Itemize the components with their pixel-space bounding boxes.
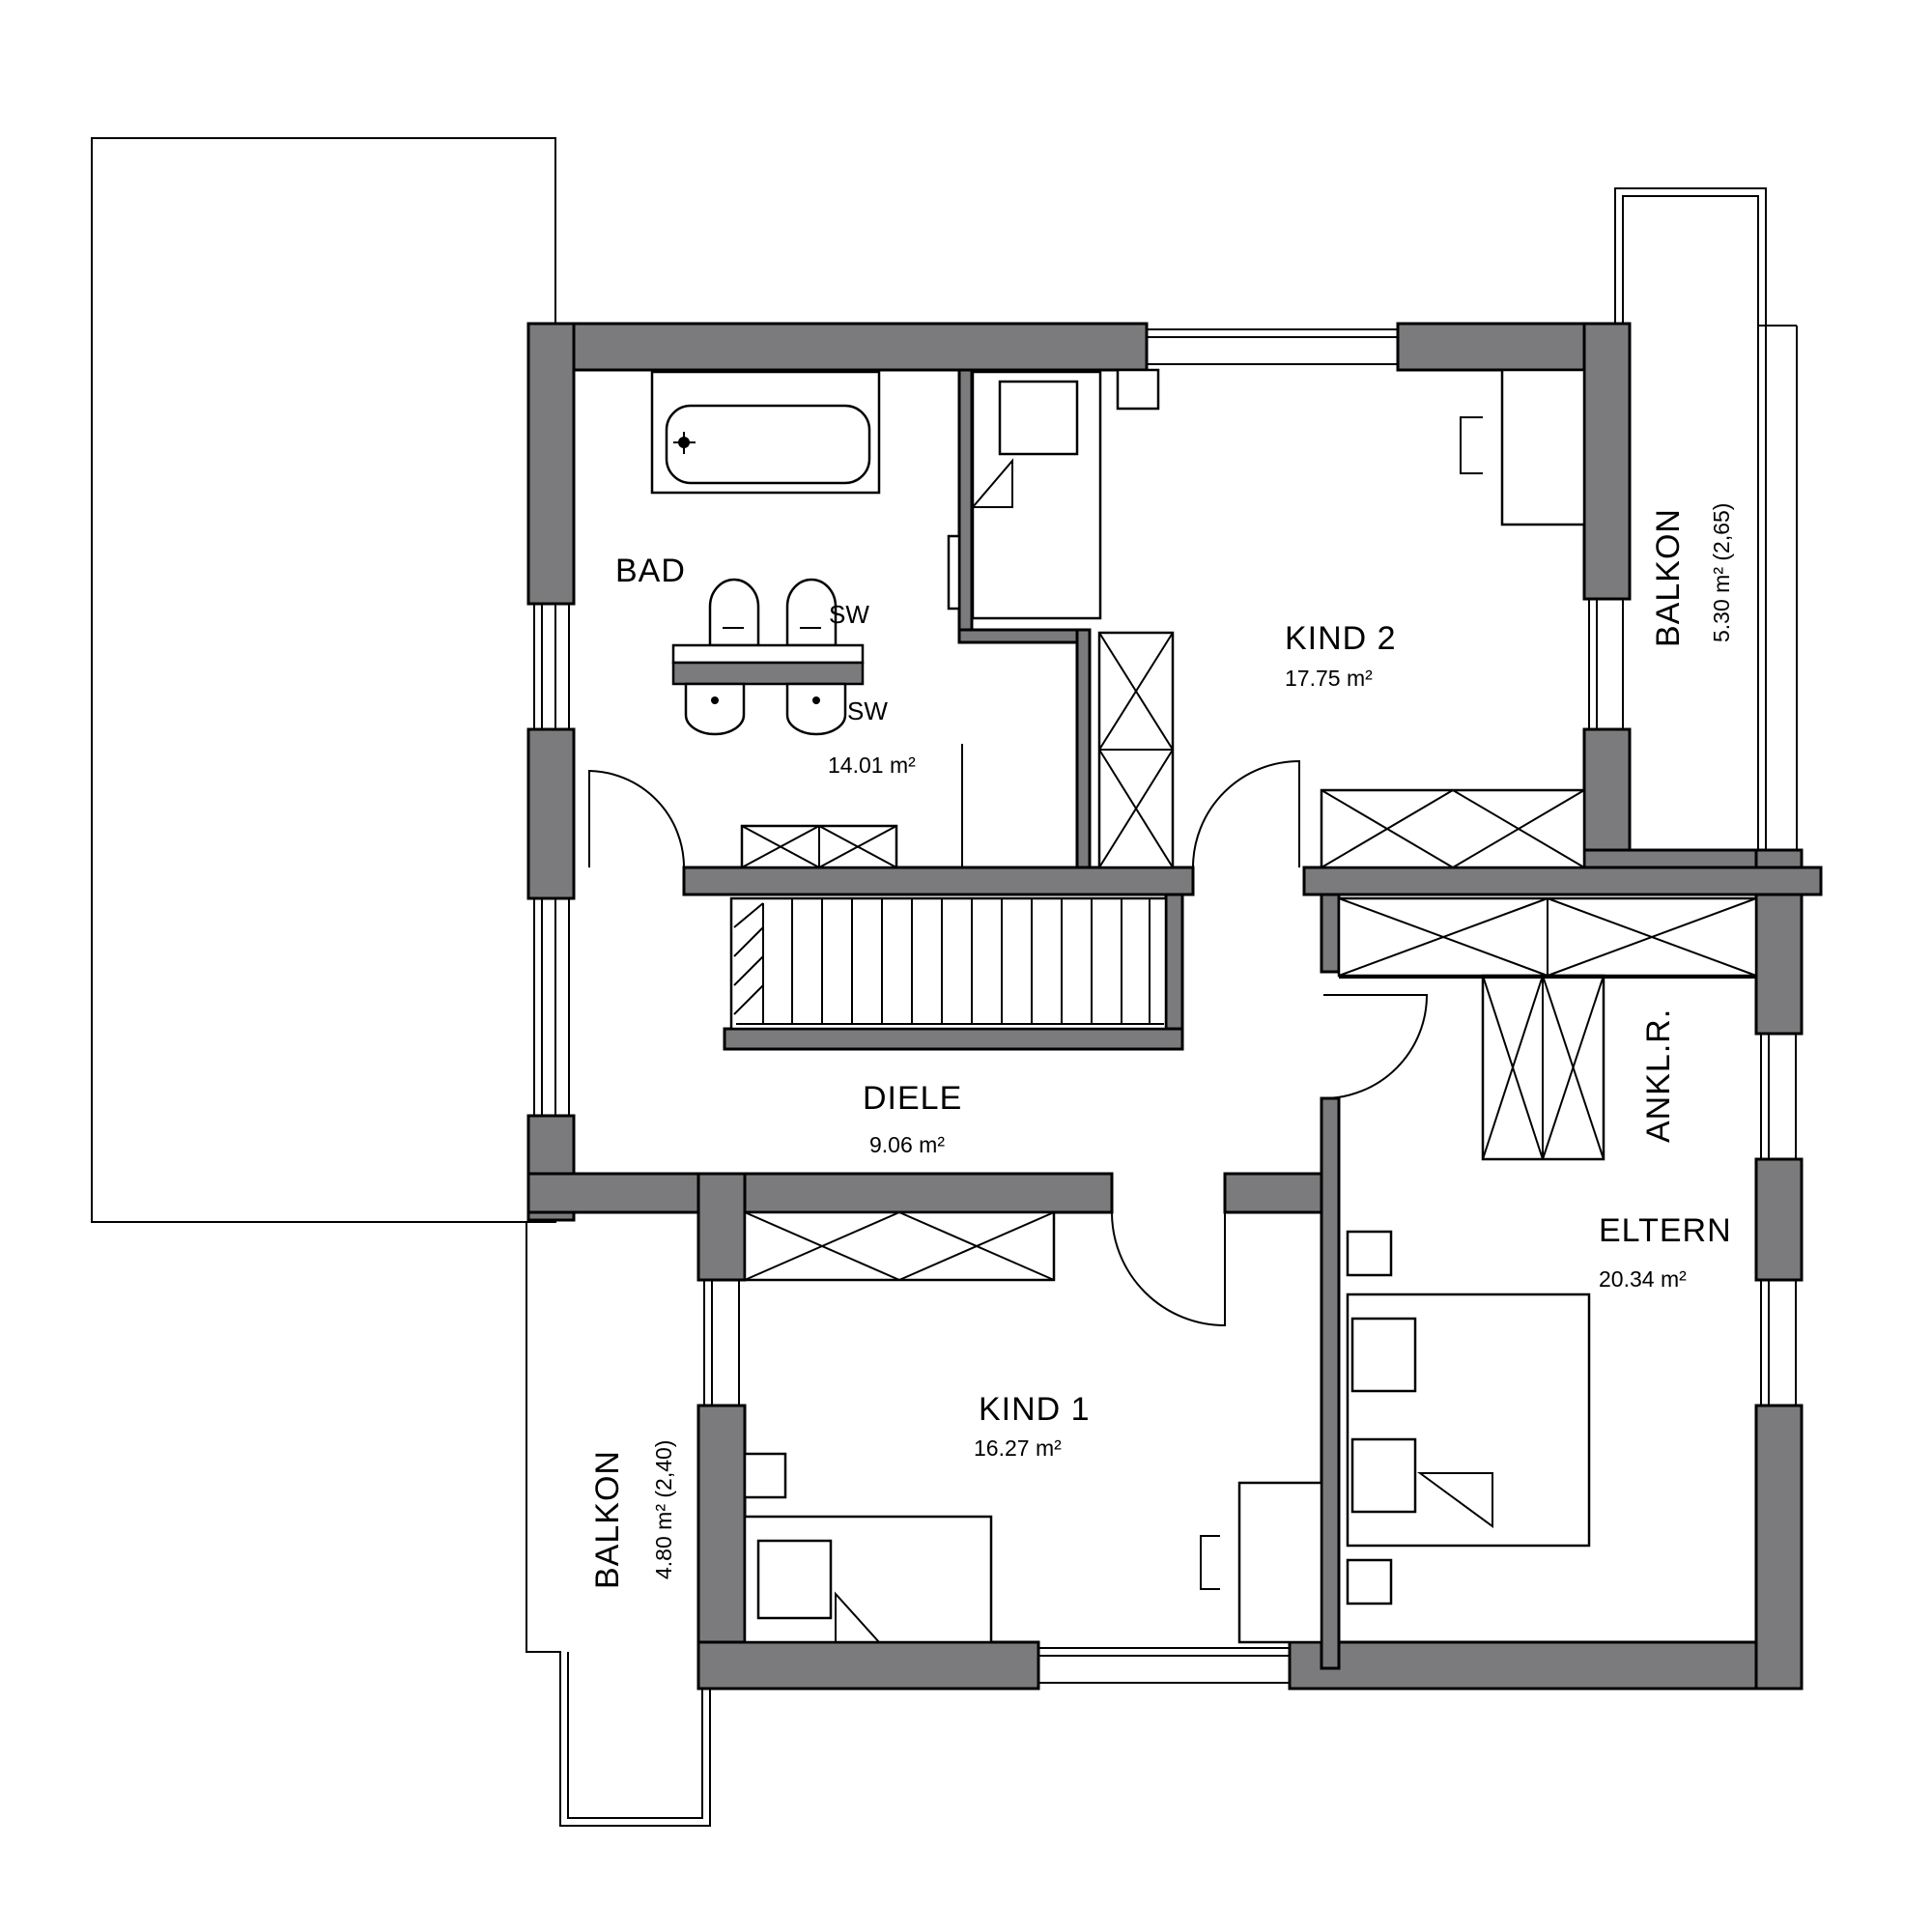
ankl-wardrobe-side (1481, 974, 1605, 1161)
area-label-bad: 14.01 m² (828, 753, 916, 778)
balcony-east-area: 5.30 m² (2,65) (1709, 503, 1734, 642)
room-label-bad: BAD (615, 553, 686, 589)
kind2-bed (970, 370, 1102, 620)
staircase (729, 896, 1168, 1031)
kind1-bed (743, 1515, 993, 1644)
kind1-shelf (743, 1452, 787, 1499)
room-label-diele: DIELE (863, 1080, 962, 1117)
balcony-east-label: BALKON (1650, 508, 1687, 647)
balcony-west-label: BALKON (589, 1450, 626, 1589)
area-label-diele: 9.06 m² (869, 1132, 945, 1157)
room-label-kind2: KIND 2 (1285, 620, 1397, 657)
balcony-west (526, 1222, 711, 1827)
ankl-wardrobe-top (1337, 896, 1758, 978)
balcony-east (1614, 187, 1798, 855)
area-label-kind2: 17.75 m² (1285, 666, 1373, 691)
kind2-shelf (1116, 368, 1160, 411)
kind1-wardrobe (743, 1210, 1056, 1282)
kind2-wardrobe-left (1097, 631, 1175, 869)
kind2-desk (1460, 368, 1586, 526)
eltern-bed (1346, 1293, 1591, 1548)
eltern-nightstand-top (1346, 1230, 1393, 1277)
room-label-eltern: ELTERN (1599, 1212, 1732, 1249)
balcony-west-area: 4.80 m² (2,40) (651, 1440, 676, 1579)
doors (588, 759, 1429, 1327)
terrace-outline (91, 137, 556, 1223)
bathtub (650, 370, 881, 495)
windows (533, 328, 1797, 1684)
sw-sink-label: SW (847, 696, 888, 725)
area-label-kind1: 16.27 m² (974, 1435, 1062, 1461)
wc-icon (708, 578, 838, 647)
room-label-kind1: KIND 1 (979, 1391, 1091, 1428)
area-label-eltern: 20.34 m² (1599, 1266, 1687, 1292)
kind2-wardrobe-bottom (1320, 788, 1586, 869)
bathroom-cabinet (740, 824, 898, 869)
walls (526, 322, 1823, 1690)
bad-door-stop (947, 534, 961, 611)
eltern-nightstand-bottom (1346, 1558, 1393, 1605)
room-label-ankl: ANKL.R. (1640, 1009, 1677, 1143)
sink-counter (671, 643, 865, 736)
sw-wc-label: SW (829, 600, 869, 629)
kind1-desk (1200, 1481, 1323, 1644)
